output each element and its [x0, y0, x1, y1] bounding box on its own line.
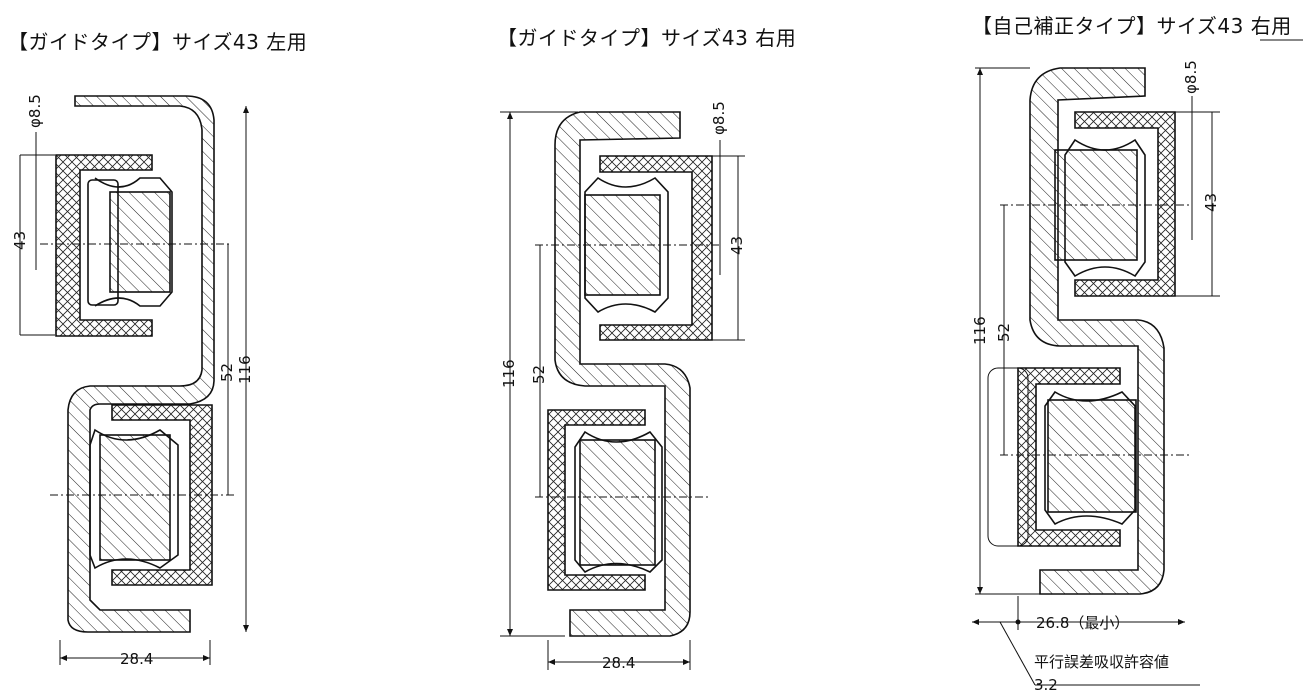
- phi-label-left: φ8.5: [26, 94, 44, 128]
- dim-116-middle: 116: [500, 359, 518, 388]
- dim-268-right: 26.8（最小）: [1036, 614, 1129, 632]
- tolerance-point: [1015, 619, 1021, 625]
- tolerance-label: 平行誤差吸収許容値: [1034, 653, 1170, 671]
- dim-284-left: 28.4: [120, 650, 153, 668]
- lower-roller-body: [99, 434, 171, 561]
- dim-116-left: 116: [236, 355, 254, 384]
- rail-top-flange: [67, 95, 215, 633]
- right-upper-carriage: [1074, 111, 1176, 297]
- phi-label-right: φ8.5: [1182, 60, 1200, 94]
- middle-lower-carriage: [547, 409, 646, 591]
- dim-43-left: 43: [11, 231, 29, 250]
- dim-52-left: 52: [218, 363, 236, 382]
- rail-right: [1029, 67, 1165, 595]
- dim-43-middle: 43: [728, 236, 746, 255]
- title-right-selfcorrect: 【自己補正タイプ】サイズ43 右用: [972, 14, 1292, 38]
- dim-43-right: 43: [1202, 193, 1220, 212]
- dim-52-right: 52: [995, 323, 1013, 342]
- tolerance-value: 3.2: [1034, 676, 1058, 694]
- drawing-middle: [547, 111, 713, 637]
- middle-lower-roller: [579, 439, 656, 566]
- lower-carriage: [111, 404, 213, 586]
- rail-middle: [554, 111, 691, 637]
- phi-label-middle: φ8.5: [710, 101, 728, 135]
- title-middle-guide: 【ガイドタイプ】サイズ43 右用: [497, 26, 797, 50]
- upper-carriage: [55, 154, 153, 337]
- dims-left: [19, 106, 249, 665]
- middle-upper-carriage: [599, 155, 713, 341]
- dims-middle: [500, 111, 745, 670]
- dim-116-right: 116: [971, 316, 989, 345]
- title-left-guide: 【ガイドタイプ】サイズ43 左用: [8, 30, 308, 54]
- drawing-right: [987, 67, 1176, 595]
- dim-284-middle: 28.4: [602, 654, 635, 672]
- dim-52-middle: 52: [530, 365, 548, 384]
- right-lower-roller: [1047, 399, 1137, 513]
- upper-roller-body: [109, 191, 171, 293]
- dims-right: [972, 39, 1303, 686]
- float-envelope: [987, 367, 1029, 547]
- drawing-left: [55, 95, 215, 633]
